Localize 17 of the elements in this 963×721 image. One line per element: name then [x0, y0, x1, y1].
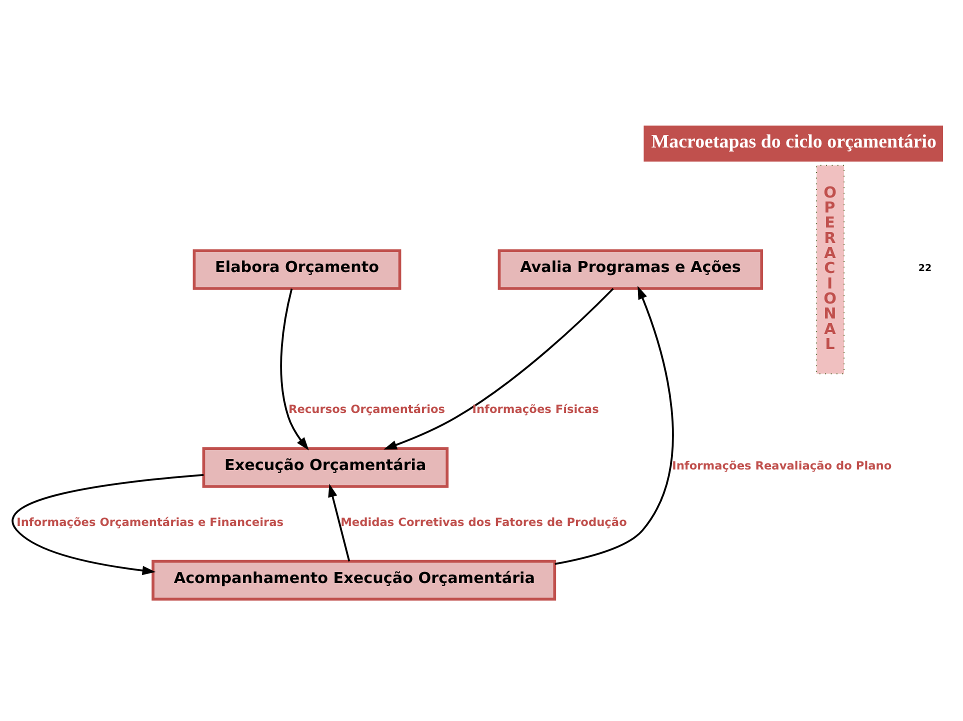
edge-label: Medidas Corretivas dos Fatores de Produção [340, 514, 627, 529]
node-box: Acompanhamento Execução Orçamentária [152, 560, 556, 601]
diagram-title: Macroetapas do ciclo orçamentário [651, 131, 936, 152]
node-box: Execução Orçamentária [202, 447, 449, 488]
arrow [280, 288, 309, 450]
arrow [554, 286, 674, 565]
edge-label: Informações Orçamentárias e Financeiras [16, 514, 284, 529]
edge-label: Informações Físicas [472, 402, 599, 416]
node-box: OPERACIONAL [816, 164, 845, 374]
arrow [384, 288, 614, 450]
edge-label: Informações Reavaliação do Plano [672, 458, 892, 473]
arrow [328, 484, 350, 562]
label: 22 [918, 262, 932, 274]
node-box: Avalia Programas e Ações [498, 249, 764, 290]
arrow [12, 474, 204, 576]
node-box: Elabora Orçamento [192, 249, 402, 290]
edge-label: Recursos Orçamentários [288, 402, 446, 416]
